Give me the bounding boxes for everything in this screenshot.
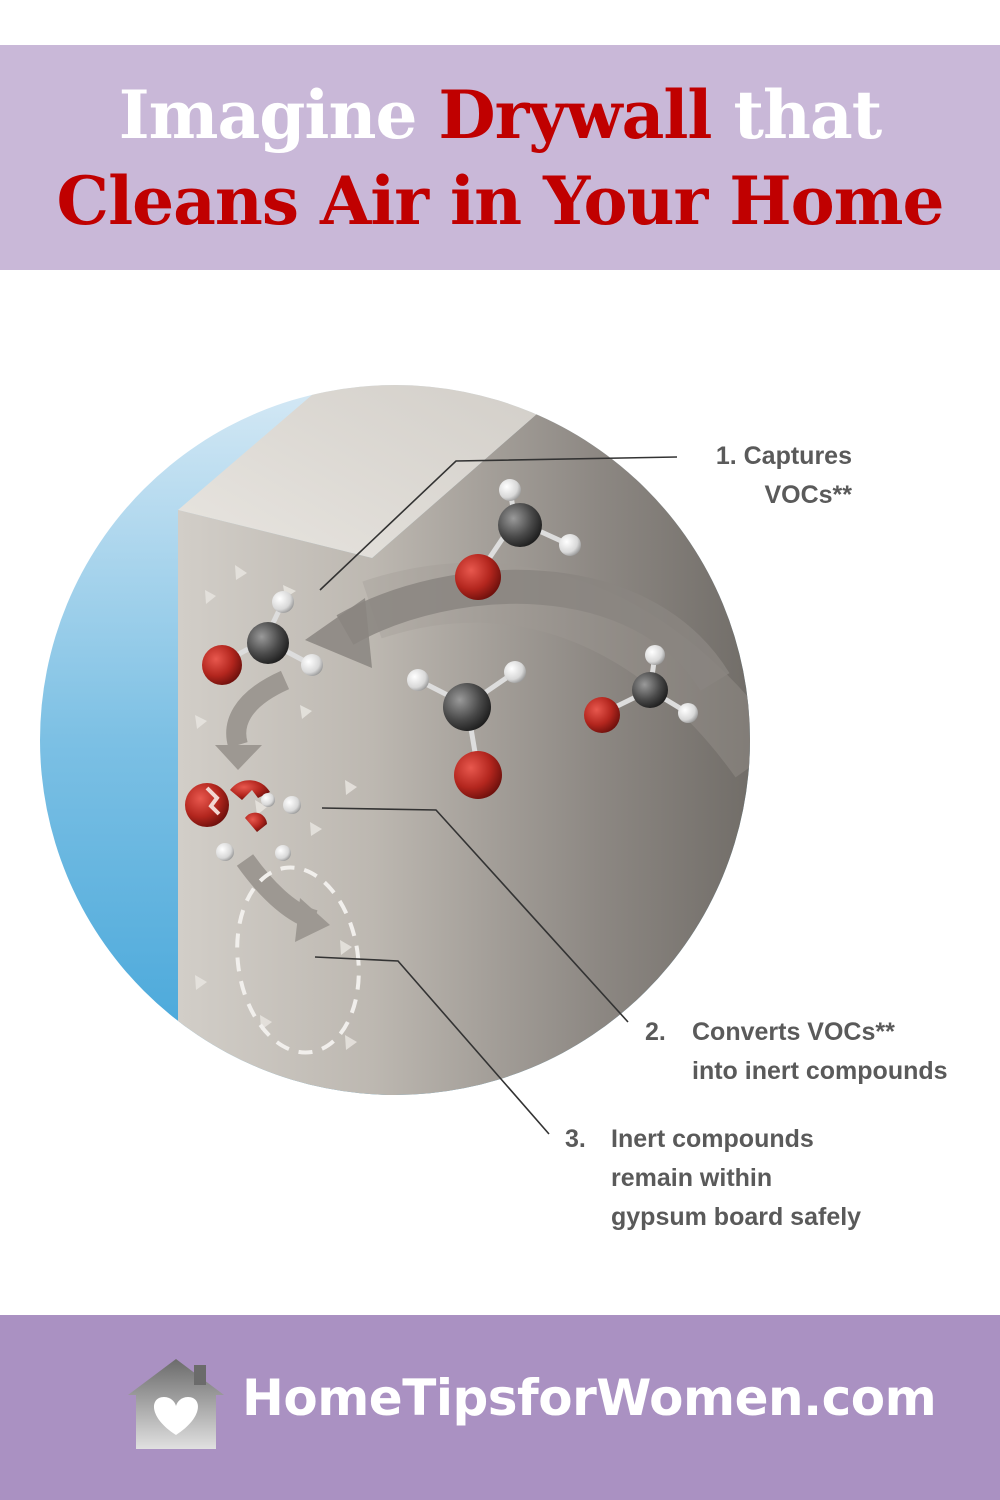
callout-inert-compounds: 3. Inert compounds remain within gypsum … [565,1120,861,1231]
title-word-drywall: Drywall [438,75,712,154]
title-word-that: that [733,75,883,154]
callout-3-number: 3. [565,1125,586,1153]
molecule-3 [407,661,526,799]
callout-2-line-1: Converts VOCs** [692,1018,895,1046]
molecule-1 [455,479,581,600]
callout-3-line-3: gypsum board safely [611,1203,862,1231]
house-heart-icon [128,1359,224,1449]
title-word-imagine: Imagine [118,75,418,154]
callout-3-text: Inert compounds remain within gypsum boa… [611,1120,861,1237]
footer-banner: HomeTipsforWomen.com [0,1315,1000,1500]
molecule-2 [202,591,323,685]
callout-1-line-2: VOCs** [764,481,852,509]
title-line-2: Cleans Air in Your Home [56,161,945,240]
site-name: HomeTipsforWomen.com [242,1369,937,1427]
title-line-1: Imagine Drywall that [118,72,883,158]
broken-molecule [185,780,301,861]
callout-converts-vocs: 2. Converts VOCs** into inert compounds [645,1013,948,1085]
callout-1-line-1: 1. Captures [715,442,852,470]
callout-3-line-1: Inert compounds [611,1125,814,1153]
callout-captures-vocs: 1. Captures VOCs** [716,437,852,515]
callout-2-text: Converts VOCs** into inert compounds [692,1013,948,1091]
molecule-4 [584,645,698,733]
callout-3-line-2: remain within [611,1164,773,1192]
callout-2-number: 2. [645,1018,666,1046]
drywall-diagram [40,385,750,1135]
callout-2-line-2: into inert compounds [692,1057,948,1085]
title-banner: Imagine Drywall that Cleans Air in Your … [0,45,1000,270]
